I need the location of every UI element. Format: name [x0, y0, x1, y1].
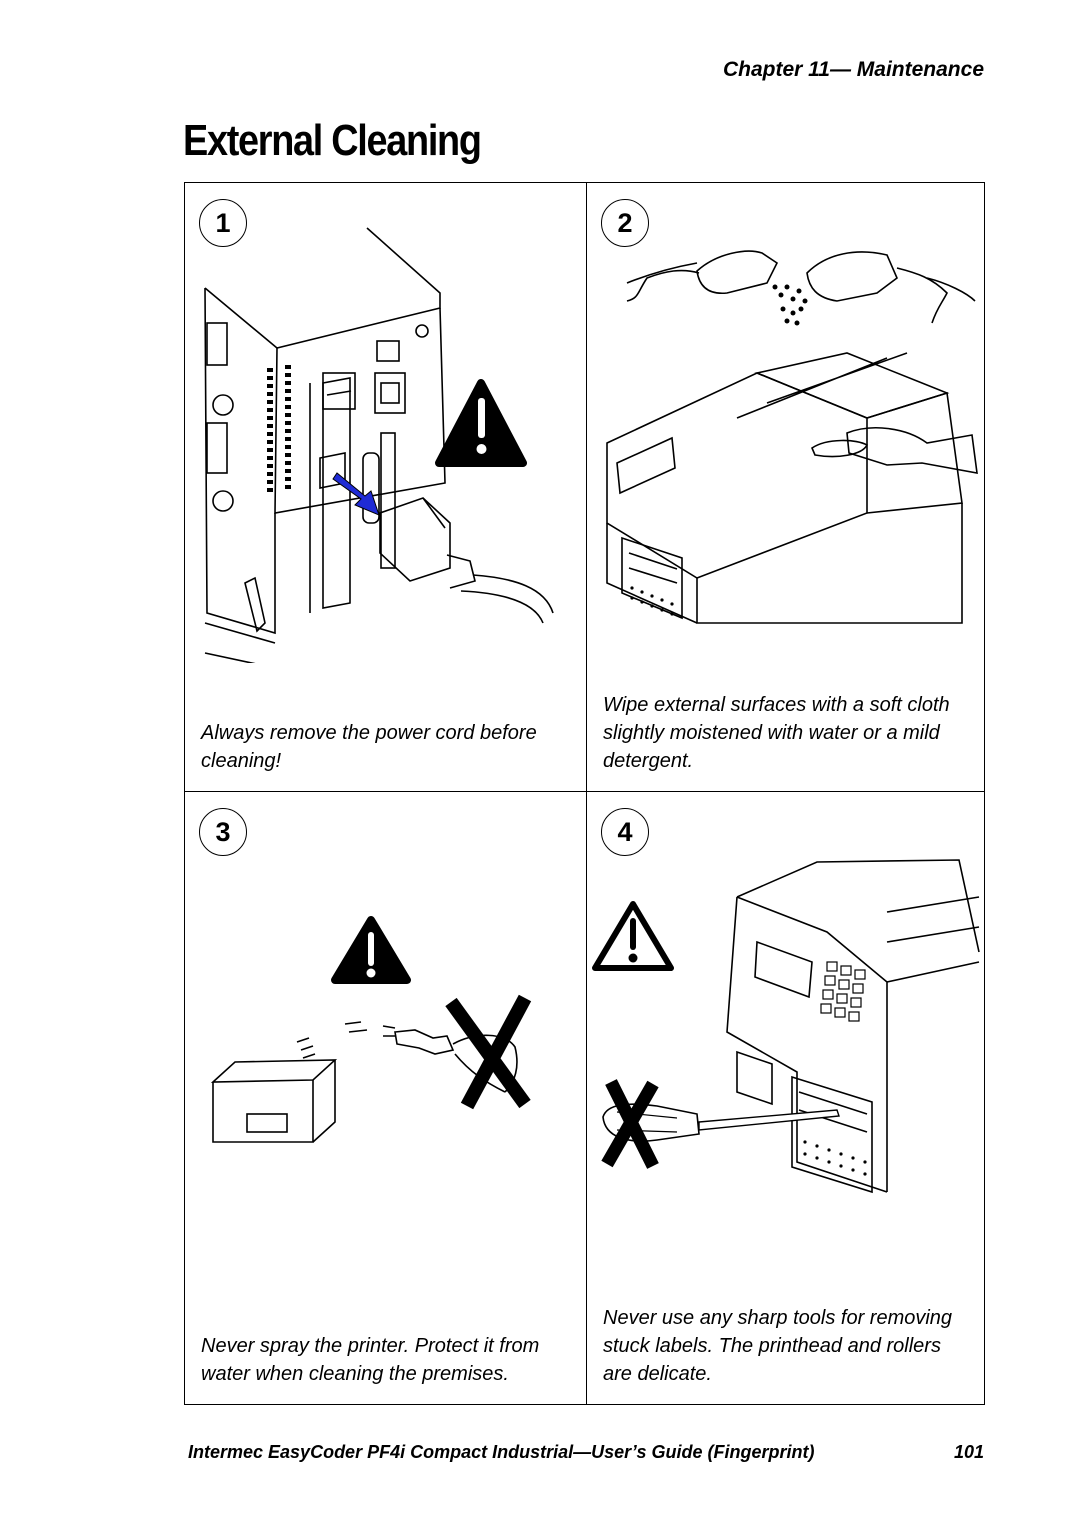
prohibited-x-icon — [445, 994, 532, 1110]
grid-divider-horizontal — [185, 791, 984, 792]
page-title: External Cleaning — [183, 116, 482, 165]
step-4-caption: Never use any sharp tools for removing s… — [603, 1307, 953, 1385]
step-2-number: 2 — [601, 199, 649, 247]
grid-divider-vertical — [586, 183, 587, 1404]
step-4-number: 4 — [601, 808, 649, 856]
step-3-panel: 3 Never spray the printer. Protect it fr… — [185, 792, 585, 1404]
step-2-panel: 2 Wipe external surfaces with a soft clo… — [587, 183, 987, 791]
footer-book-title: Intermec EasyCoder PF4i Compact Industri… — [188, 1442, 815, 1462]
warning-icon — [592, 901, 674, 971]
step-3-number: 3 — [199, 808, 247, 856]
step-1-number: 1 — [199, 199, 247, 247]
step-2-caption: Wipe external surfaces with a soft cloth… — [603, 694, 950, 772]
wipe-printer-illustration — [606, 250, 978, 624]
step-1-panel: 1 Always remove the power cord before cl… — [185, 183, 585, 791]
steps-grid: 1 Always remove the power cord before cl… — [184, 182, 985, 1405]
step-4-panel: 4 Never use any sharp tools for removing… — [587, 792, 987, 1404]
warning-icon — [435, 379, 527, 467]
prohibited-x-icon — [601, 1079, 659, 1169]
no-sharp-tools-illustration — [592, 859, 980, 1194]
step-3-caption: Never spray the printer. Protect it from… — [201, 1335, 540, 1385]
unplug-power-cord-illustration — [204, 227, 554, 663]
warning-icon — [331, 916, 411, 984]
chapter-heading: Chapter 11— Maintenance — [722, 58, 984, 81]
no-spraying-illustration — [210, 916, 532, 1143]
page-number: 101 — [953, 1442, 984, 1462]
step-1-caption: Always remove the power cord before clea… — [201, 722, 537, 772]
unplug-arrow-icon — [332, 472, 380, 516]
page-footer: Intermec EasyCoder PF4i Compact Industri… — [188, 1442, 984, 1463]
